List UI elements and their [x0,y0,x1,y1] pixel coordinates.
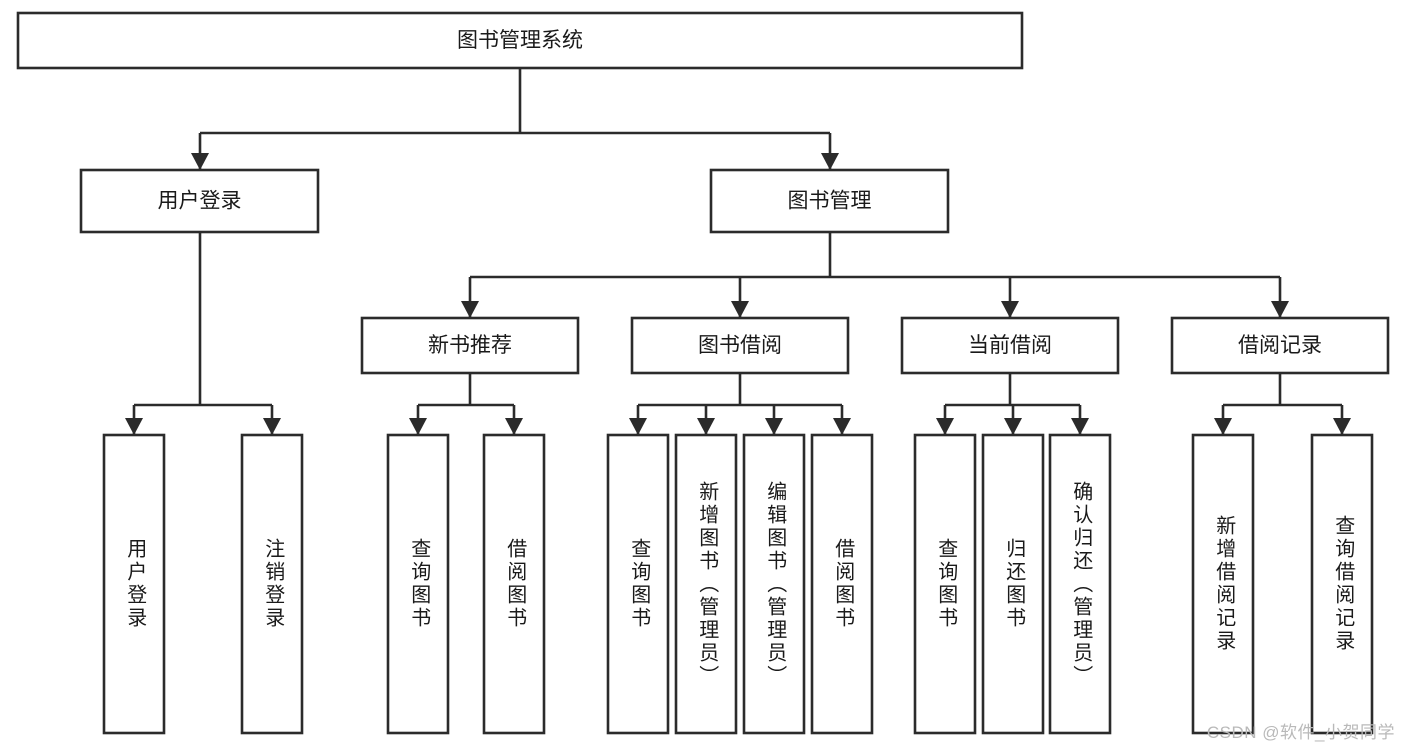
arrow-head-icon [629,418,647,435]
leaf-node-9[interactable] [981,433,1045,735]
arrow-head-icon [697,418,715,435]
leaf-node-7[interactable] [810,433,874,735]
node-level3-0-rect[interactable] [360,316,580,375]
node-level2-0-label: 用户登录 [158,190,242,213]
arrow-head-icon [1271,301,1289,318]
arrow-head-icon [409,418,427,435]
node-level3-0[interactable]: 新书推荐 [360,316,580,375]
leaf-node-8[interactable] [913,433,977,735]
node-level3-3[interactable]: 借阅记录 [1170,316,1390,375]
leaf-node-11[interactable] [1191,433,1255,735]
leaf-node-1[interactable] [240,433,304,735]
arrow-head-icon [731,301,749,318]
leaf-node-11-rect[interactable] [1191,433,1255,735]
connector-layer [125,68,1351,435]
arrow-head-icon [1333,418,1351,435]
node-level3-2-rect[interactable] [900,316,1120,375]
leaf-node-0[interactable] [102,433,166,735]
arrow-head-icon [461,301,479,318]
leaf-node-7-rect[interactable] [810,433,874,735]
node-level3-1-rect[interactable] [630,316,850,375]
leaf-node-12-rect[interactable] [1310,433,1374,735]
leaf-node-5-rect[interactable] [674,433,738,735]
node-level2-0[interactable]: 用户登录 [79,168,320,234]
leaf-node-1-rect[interactable] [240,433,304,735]
node-level2-0-rect[interactable] [79,168,320,234]
node-level2-1[interactable]: 图书管理 [709,168,950,234]
leaf-node-4[interactable] [606,433,670,735]
arrow-head-icon [263,418,281,435]
leaf-node-9-rect[interactable] [981,433,1045,735]
arrow-head-icon [1001,301,1019,318]
node-level3-1-label: 图书借阅 [698,334,782,357]
leaf-node-6[interactable] [742,433,806,735]
leaf-node-3[interactable] [482,433,546,735]
arrow-head-icon [936,418,954,435]
node-level3-1[interactable]: 图书借阅 [630,316,850,375]
node-level2-1-rect[interactable] [709,168,950,234]
leaf-node-4-rect[interactable] [606,433,670,735]
leaf-node-0-rect[interactable] [102,433,166,735]
arrow-head-icon [765,418,783,435]
arrow-head-icon [1071,418,1089,435]
leaf-node-12[interactable] [1310,433,1374,735]
node-root-system-rect[interactable] [16,11,1024,70]
leaf-node-5[interactable] [674,433,738,735]
node-level3-2-label: 当前借阅 [968,334,1052,357]
arrow-head-icon [1004,418,1022,435]
node-level3-3-rect[interactable] [1170,316,1390,375]
node-root-system-label: 图书管理系统 [457,29,583,52]
leaf-node-3-rect[interactable] [482,433,546,735]
arrow-head-icon [821,153,839,170]
node-level3-3-label: 借阅记录 [1238,334,1322,357]
leaf-node-10-rect[interactable] [1048,433,1112,735]
node-level2-1-label: 图书管理 [788,190,872,213]
watermark-text: CSDN @软件_小贺同学 [1206,723,1395,742]
leaf-node-2[interactable] [386,433,450,735]
arrow-head-icon [505,418,523,435]
node-level3-0-label: 新书推荐 [428,334,512,357]
node-root-system[interactable]: 图书管理系统 [16,11,1024,70]
leaf-node-8-rect[interactable] [913,433,977,735]
arrow-head-icon [125,418,143,435]
arrow-head-icon [833,418,851,435]
leaf-node-2-rect[interactable] [386,433,450,735]
arrow-head-icon [191,153,209,170]
leaf-node-10[interactable] [1048,433,1112,735]
leaf-node-6-rect[interactable] [742,433,806,735]
node-level3-2[interactable]: 当前借阅 [900,316,1120,375]
arrow-head-icon [1214,418,1232,435]
